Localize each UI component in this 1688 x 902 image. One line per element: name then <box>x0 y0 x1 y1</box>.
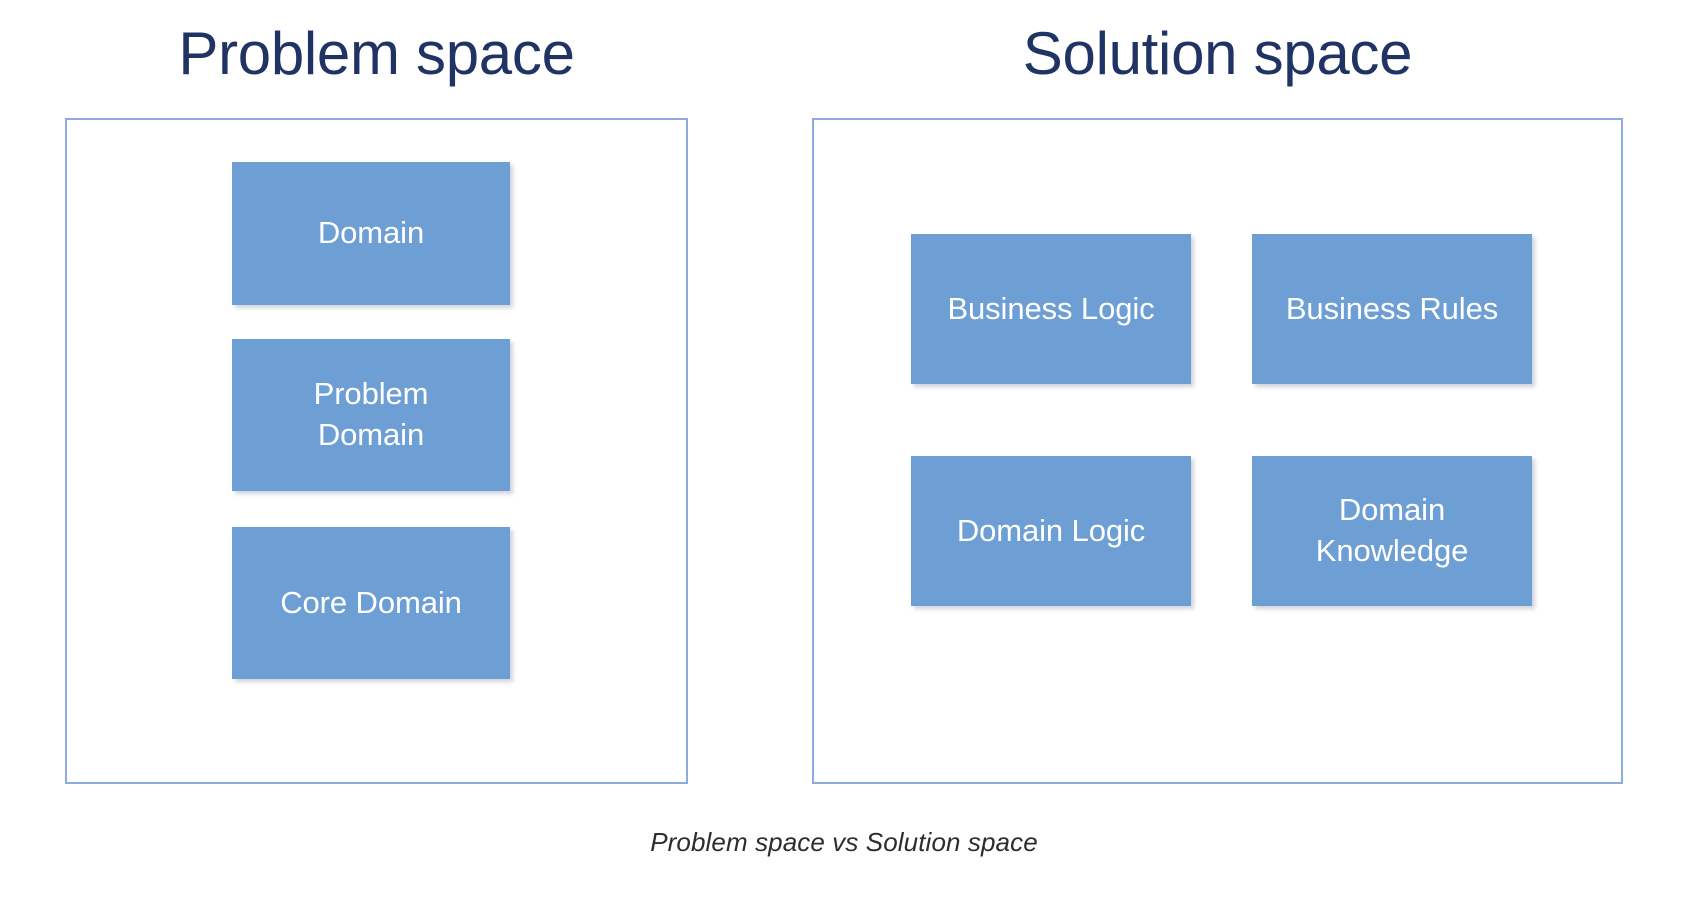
concept-box-domain-knowledge: Domain Knowledge <box>1252 456 1532 606</box>
concept-box-domain: Domain <box>232 162 510 305</box>
concept-box-problem-domain: Problem Domain <box>232 339 510 491</box>
concept-box-business-rules: Business Rules <box>1252 234 1532 384</box>
concept-box-domain-logic: Domain Logic <box>911 456 1191 606</box>
panel-solution-space <box>812 118 1623 784</box>
panel-title-solution-space: Solution space <box>1022 20 1413 87</box>
figure-caption: Problem space vs Solution space <box>650 827 1038 857</box>
concept-box-business-logic: Business Logic <box>911 234 1191 384</box>
concept-box-core-domain: Core Domain <box>232 527 510 679</box>
panel-title-problem-space: Problem space <box>178 20 575 87</box>
